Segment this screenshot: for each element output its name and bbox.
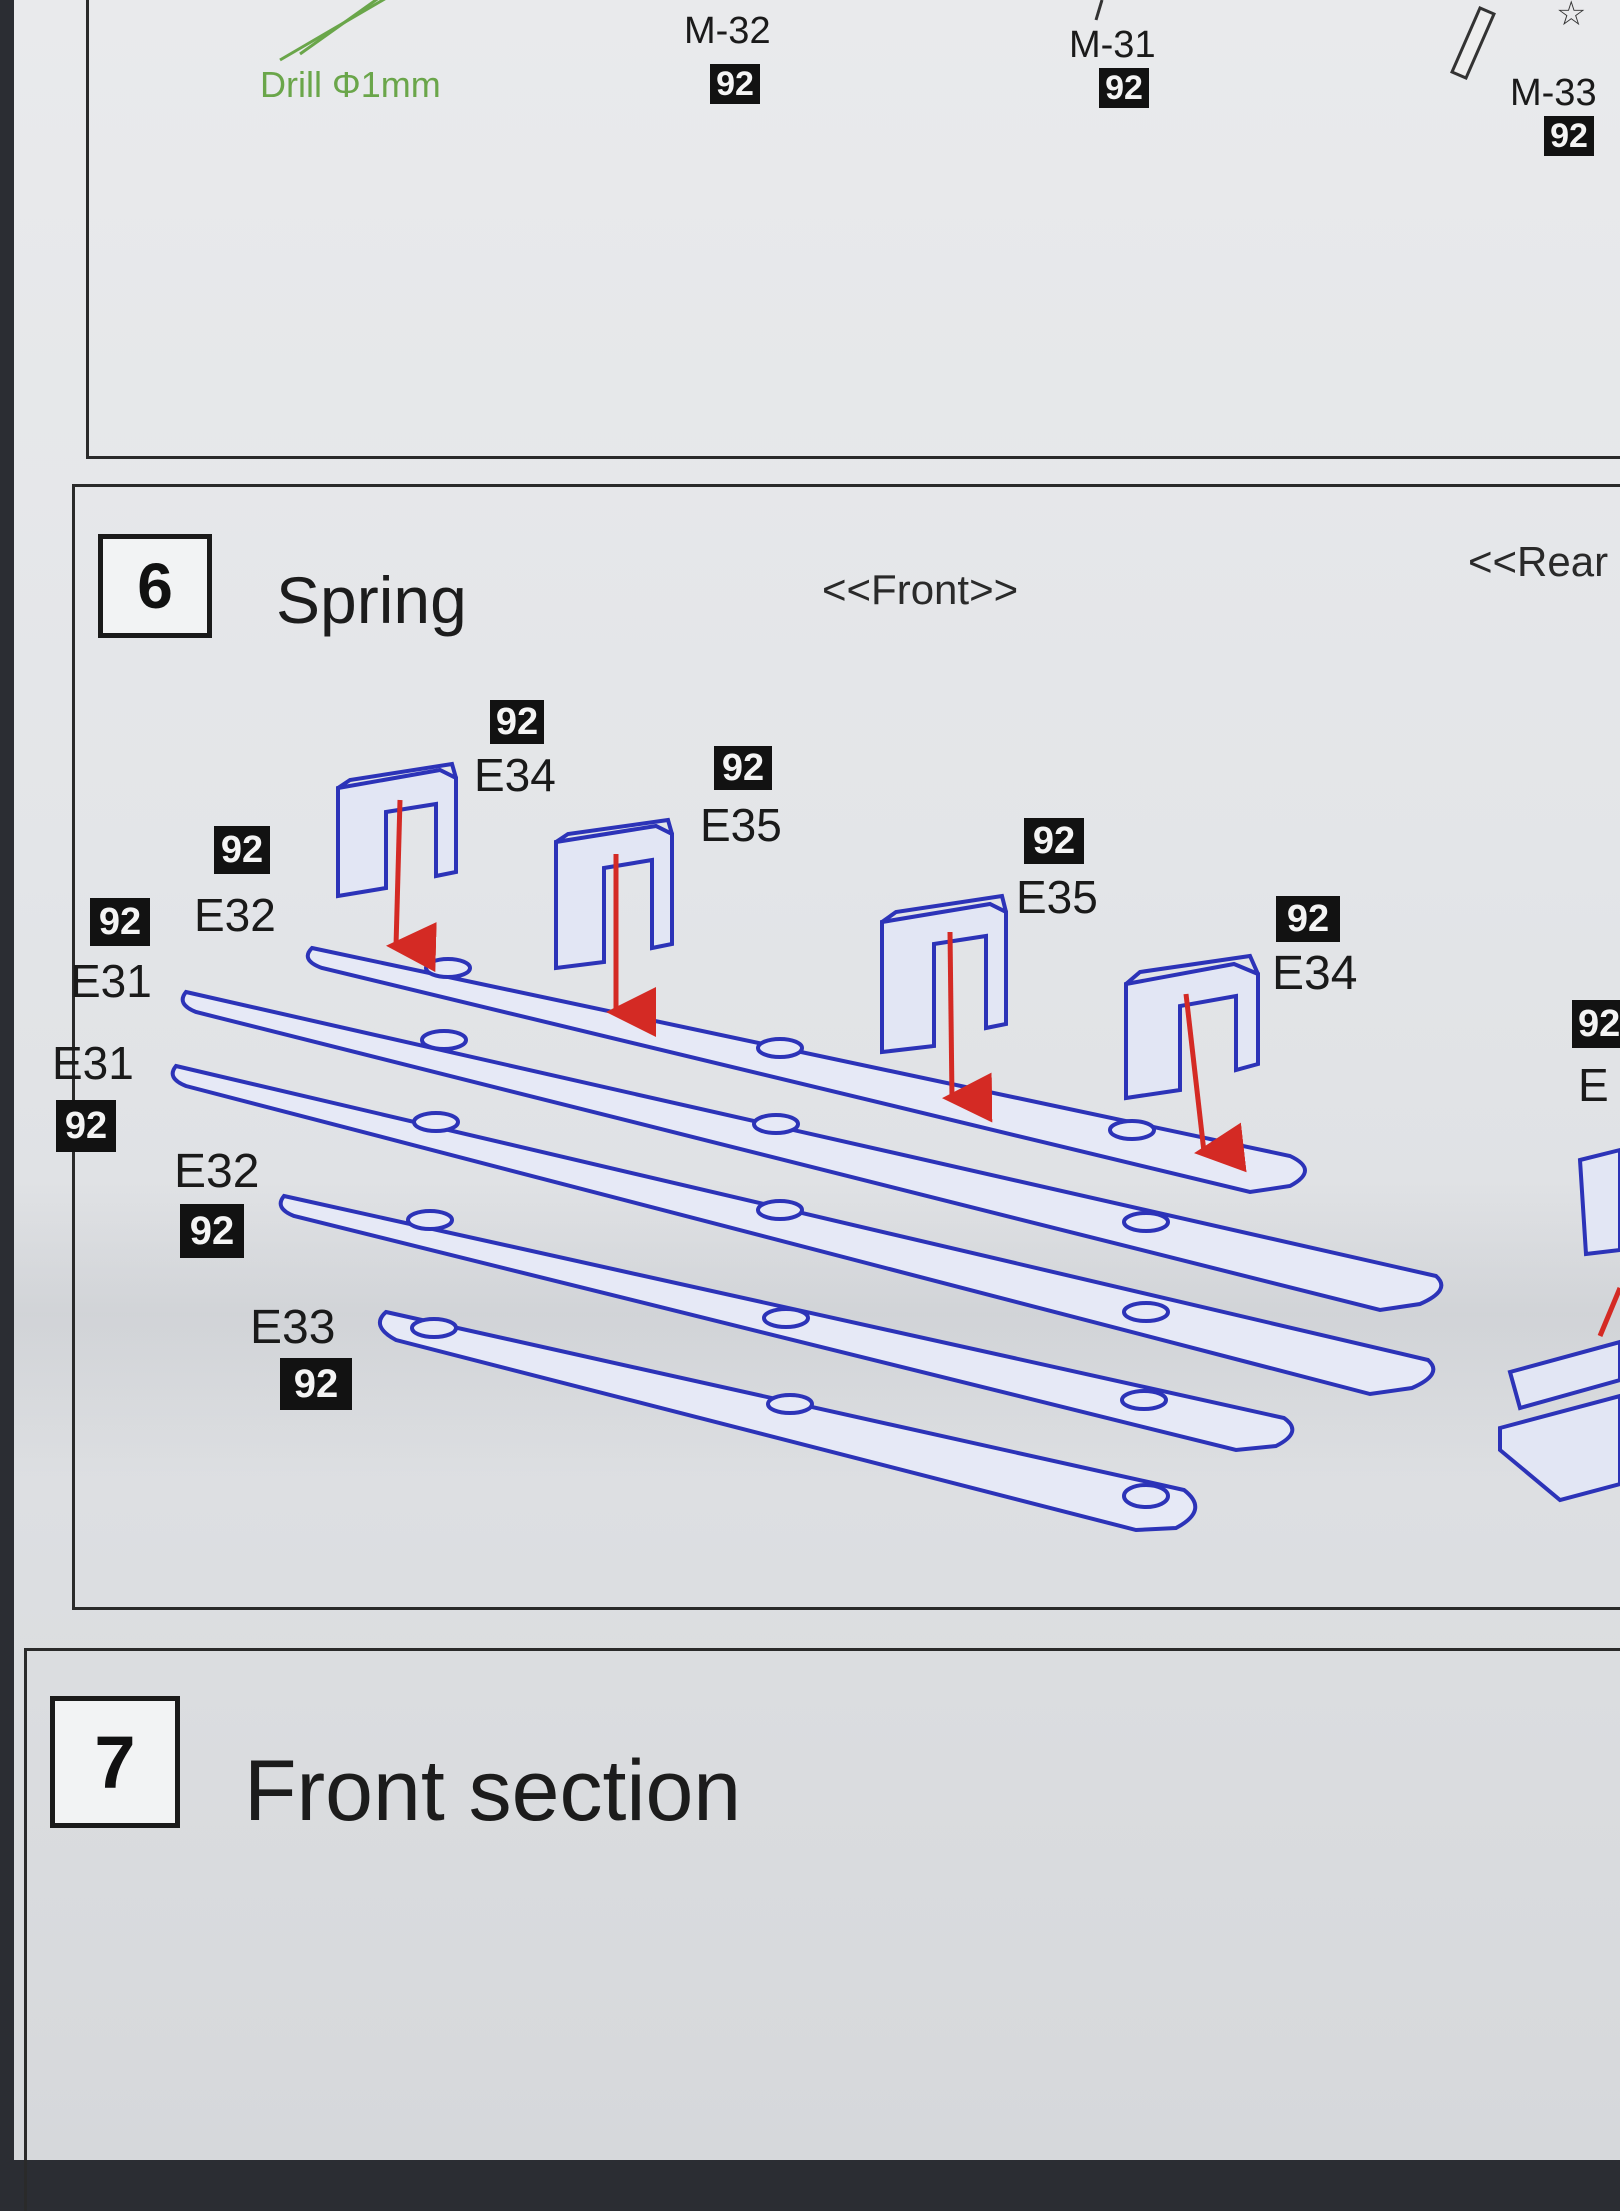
step-6-panel — [72, 484, 1620, 1610]
arrow-e35-right — [942, 931, 993, 1123]
drill-note: Drill Φ1mm — [260, 64, 441, 105]
star-icon: ☆ — [1556, 0, 1587, 33]
part-code-e32-top: E32 — [194, 889, 276, 941]
u-clamp-e34-right — [1124, 953, 1260, 1101]
part-code-e35-left: E35 — [700, 799, 782, 851]
part-tag-e35-left: 92 — [714, 746, 772, 790]
leaf-spring-e31-top — [180, 989, 1444, 1313]
leaf-spring-e32-bottom — [278, 1193, 1295, 1453]
part-tag-e34-right: 92 — [1276, 896, 1340, 942]
part-tag-e31-top: 92 — [90, 898, 150, 946]
step-7-panel — [24, 1648, 1620, 2211]
part-tag-e33: 92 — [280, 1358, 352, 1410]
part-tag-m32: 92 — [710, 64, 760, 104]
part-code-e35-right: E35 — [1016, 871, 1098, 923]
u-clamp-e34-left — [336, 761, 458, 899]
assembly-arrows — [386, 799, 1247, 1173]
u-clamp-e35-right — [880, 893, 1008, 1055]
pin-part-icon — [1450, 6, 1496, 80]
arrow-e34-right — [1183, 993, 1247, 1173]
part-tag-m31: 92 — [1099, 68, 1149, 108]
part-tag-e32-top: 92 — [214, 826, 270, 874]
leaf-spring-e32-top — [305, 945, 1307, 1195]
rear-view-label: <<Rear — [1468, 538, 1609, 585]
part-tag-e32-bottom: 92 — [180, 1204, 244, 1258]
part-code-e31-top: E31 — [70, 955, 152, 1007]
part-tag-e34-left: 92 — [490, 700, 544, 744]
part-code-m32: M-32 — [684, 10, 771, 52]
part-code-m31: M-31 — [1069, 24, 1156, 66]
front-view-label: <<Front>> — [822, 566, 1019, 613]
part-code-rear-partial: E — [1578, 1059, 1609, 1111]
part-code-e34-left: E34 — [474, 749, 556, 801]
leaf-spring-e31-bottom — [170, 1063, 1436, 1397]
rear-partial-parts — [1498, 1147, 1620, 1503]
step-number-box: 6 — [98, 534, 212, 638]
previous-step-panel — [86, 0, 1620, 459]
part-code-e34-right: E34 — [1272, 947, 1358, 1000]
u-clamp-e35-left — [554, 817, 674, 971]
part-tag-m33: 92 — [1544, 116, 1594, 156]
part-tag-rear-partial: 92 — [1572, 1000, 1620, 1048]
part-code-e31-bottom: E31 — [52, 1037, 134, 1089]
step-title: Front section — [244, 1743, 742, 1839]
arrow-e34-left — [386, 799, 437, 973]
part-code-e32-bottom: E32 — [174, 1145, 260, 1198]
step-title: Spring — [276, 563, 467, 637]
part-tag-e35-right: 92 — [1024, 818, 1084, 864]
part-tag-e31-bottom: 92 — [56, 1100, 116, 1152]
step-number-box: 7 — [50, 1696, 180, 1828]
leader-line — [1094, 0, 1104, 21]
leaf-spring-e33 — [377, 1309, 1198, 1533]
drill-bit-icon — [279, 0, 386, 62]
spring-assembly-diagram — [170, 0, 1620, 1533]
part-code-m33: M-33 — [1510, 72, 1597, 114]
part-code-e33: E33 — [250, 1301, 336, 1354]
